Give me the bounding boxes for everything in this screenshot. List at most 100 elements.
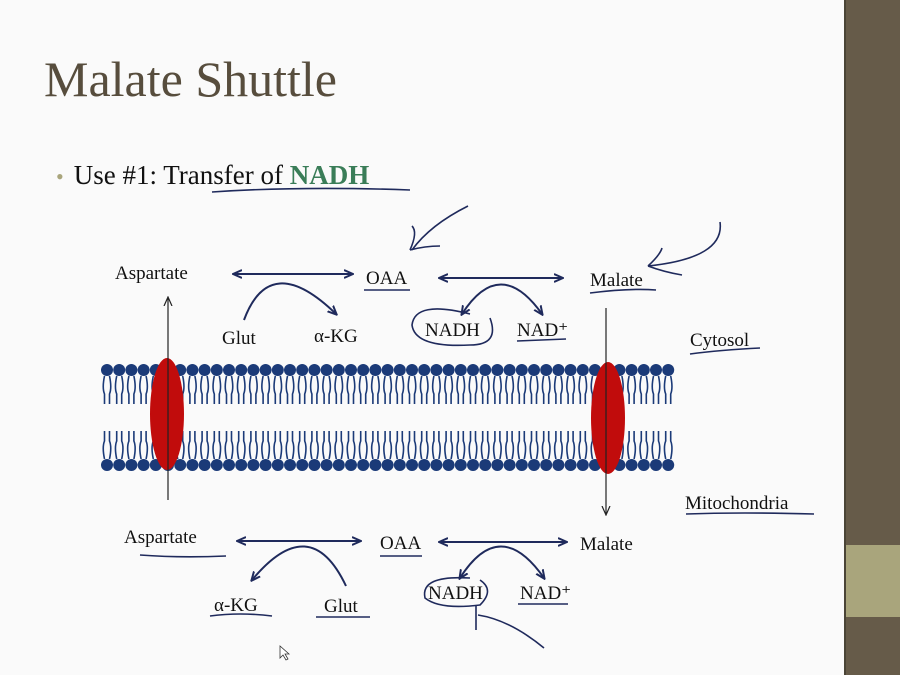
lipid [334,431,338,460]
lipid [126,431,130,460]
lipid [663,375,667,404]
lipid [200,375,203,404]
lipid [407,375,411,404]
lipid [584,375,588,404]
lipid [174,459,187,471]
lipid [540,364,553,376]
cyto-malate: Malate [590,270,643,291]
lipid [261,431,264,460]
lipid-bilayer [101,364,675,471]
mito-nadh-arrow [460,545,544,579]
cyto-glut: Glut [222,328,257,349]
lipid [627,375,630,404]
lipid [303,431,307,460]
lipid [645,375,649,404]
lipid [515,364,528,376]
lipid [120,431,124,460]
lipid [467,364,479,376]
lipid [334,375,338,404]
lipid [113,459,126,471]
lipid [320,459,333,471]
lipid [377,375,380,404]
lipid [552,459,565,471]
lipid [309,431,313,460]
lipid [235,459,248,471]
lipid [560,431,563,460]
lipid [419,431,423,460]
lipid [194,375,197,404]
lipid [248,375,252,404]
lipid [212,431,216,460]
lipid [223,364,235,376]
lipid [564,364,577,376]
lipid [639,375,643,404]
lipid [212,375,216,404]
bullet-text: Use #1: Transfer of [73,160,290,190]
lipid [650,364,662,376]
mito-aspartate: Aspartate [124,527,197,548]
lipid [566,375,569,404]
lipid [438,375,441,404]
lipid [369,364,382,376]
lipid [442,459,455,471]
lipid [345,364,357,376]
lipid [657,431,661,460]
lipid [651,431,655,460]
cyto-nadh: NADH [425,320,480,341]
lipid [285,375,289,404]
lipid [381,459,394,471]
lipid [322,375,325,404]
cyto-nad: NAD⁺ [517,320,568,341]
lipid [267,375,271,404]
lipid [499,375,502,404]
lipid [377,431,380,460]
lipid [662,364,675,376]
lipid [316,431,319,460]
lipid [547,431,551,460]
lipid [187,431,191,460]
lipid [308,459,321,471]
cyto-akg: α-KG [314,326,358,347]
lipid [456,431,460,460]
mouse-cursor-icon [279,645,291,661]
lipid [340,431,344,460]
lipid [503,364,516,376]
lipid [322,431,325,460]
lipid [566,431,569,460]
lipid [259,364,272,376]
lipid [395,375,399,404]
lipid [474,431,478,460]
lipid [125,459,138,471]
lipid [236,375,240,404]
lipid [261,375,264,404]
cyto-oaa: OAA [366,268,407,289]
lipid [442,364,455,376]
lipid [517,375,521,404]
lipid [389,431,393,460]
lipid [206,375,210,404]
lipid [491,364,504,376]
mito-akg: α-KG [214,595,258,616]
lipid [584,431,588,460]
region-mito-label: Mitochondria [685,493,789,514]
lipid [467,459,479,471]
lipid [114,431,118,460]
lipid [137,459,150,471]
lipid [523,375,527,404]
lipid [462,375,466,404]
lipid [383,375,386,404]
lipid [492,375,496,404]
lipid [296,364,309,376]
lipid [625,459,638,471]
bullet-item: •Use #1: Transfer of NADH [56,160,369,191]
lipid [639,431,643,460]
lipid [401,375,405,404]
lipid [206,431,210,460]
lipid [515,459,528,471]
mito-glut: Glut [324,596,359,617]
lipid [663,431,667,460]
lipid [340,375,344,404]
lipid [370,431,374,460]
lipid [139,375,142,404]
lipid [273,431,277,460]
